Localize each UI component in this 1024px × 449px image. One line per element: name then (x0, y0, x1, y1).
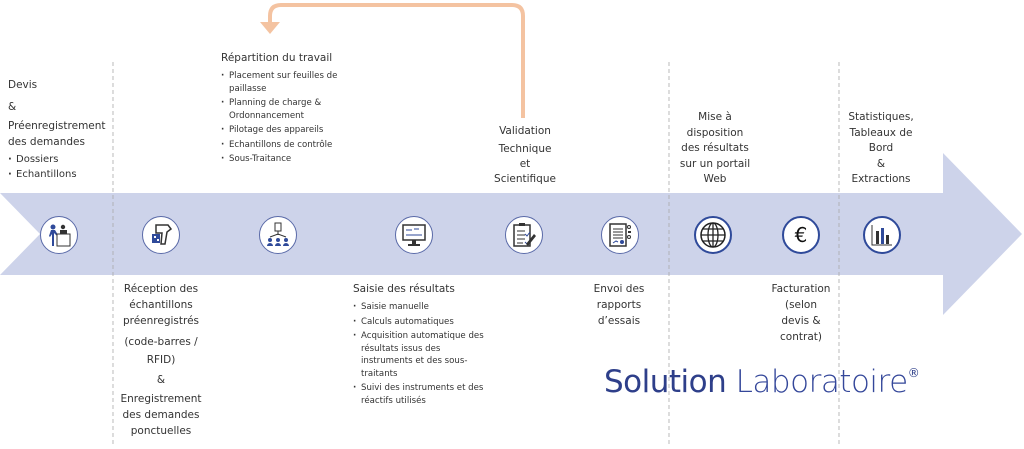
team-distribution-icon (259, 216, 297, 254)
feedback-loop-arrowhead (260, 22, 280, 34)
validation-line: Validation (499, 125, 551, 137)
bar-chart-icon (863, 216, 901, 254)
reception-line: (code-barres / (124, 336, 198, 348)
svg-text:€: € (795, 223, 808, 247)
saisie-bullet-item: Acquisition automatique des résultats is… (353, 330, 493, 380)
devis-bullet-item: Echantillons (8, 169, 118, 182)
solution-laboratoire-logo: Solution Laboratoire® (604, 364, 920, 400)
reception-line: des demandes (122, 409, 200, 421)
logo-word-2: Laboratoire (735, 364, 909, 400)
facturation-line: Facturation (771, 283, 831, 295)
envoi-line: rapports (596, 299, 642, 311)
saisie-bullet-list: Saisie manuelleCalculs automatiquesAcqui… (353, 301, 493, 407)
reception-block: Réception des échantillons préenregistrés (… (96, 281, 226, 439)
facturation-line: (selon (784, 299, 818, 311)
devis-line: Préenregistrement (8, 120, 106, 132)
monitor-results-icon (395, 216, 433, 254)
repartition-block: Répartition du travailPlacement sur feui… (221, 50, 361, 168)
devis-bullet-item: Dossiers (8, 154, 118, 167)
feedback-loop-arrow (268, 3, 525, 118)
facturation-block: Facturation (selon devis & contrat) (746, 281, 856, 345)
barcode-scanner-icon (142, 216, 180, 254)
devis-bullet-list: DossiersEchantillons (8, 154, 118, 181)
euro-icon: € (782, 216, 820, 254)
repartition-bullet-item: Pilotage des appareils (221, 124, 361, 137)
mise-a-disposition-block: Mise à disposition des résultats sur un por… (660, 110, 770, 188)
envoi-block: Envoi des rapports d’essais (574, 281, 664, 329)
reception-line: préenregistrés (122, 315, 200, 327)
statistiques-block: Statistiques, Tableaux de Bord & Extractions (826, 110, 936, 188)
checklist-validation-icon (505, 216, 543, 254)
repartition-bullet-item: Echantillons de contrôle (221, 139, 361, 152)
reception-line: & (156, 374, 166, 386)
reception-line: Enregistrement (120, 393, 202, 405)
repartition-bullet-list: Placement sur feuilles de paillassePlann… (221, 70, 361, 166)
statistiques-line: Tableaux de (849, 126, 913, 139)
globe-icon (694, 216, 732, 254)
saisie-bullet-item: Calculs automatiques (353, 316, 493, 329)
validation-line: Technique (498, 143, 552, 155)
repartition-bullet-item: Placement sur feuilles de paillasse (221, 70, 361, 95)
mise-a-disposition-line: sur un portail (679, 157, 751, 170)
reception-desk-icon (40, 216, 78, 254)
validation-line: Scientifique (494, 173, 556, 185)
statistiques-line: & (876, 157, 886, 170)
facturation-line: contrat) (780, 331, 822, 343)
envoi-line: Envoi des (593, 283, 645, 295)
mise-a-disposition-line: Web (703, 173, 727, 185)
statistiques-line: Bord (868, 142, 894, 154)
report-document-icon (601, 216, 639, 254)
facturation-line: devis & (781, 315, 821, 327)
reception-line: échantillons (129, 299, 193, 311)
saisie-block: Saisie des résultatsSaisie manuelleCalcu… (353, 281, 493, 409)
devis-line: Devis (8, 79, 38, 91)
repartition-bullet-item: Planning de charge & Ordonnancement (221, 97, 361, 122)
devis-block: Devis & Préenregistrement des demandesDossi… (8, 75, 118, 183)
validation-line: et (519, 158, 531, 170)
envoi-line: d’essais (597, 315, 641, 327)
logo-registered-mark: ® (907, 366, 920, 380)
reception-line: RFID) (146, 354, 176, 366)
saisie-bullet-item: Saisie manuelle (353, 301, 493, 314)
statistiques-line: Statistiques, (848, 111, 914, 123)
mise-a-disposition-line: des résultats (681, 142, 749, 154)
mise-a-disposition-line: disposition (686, 126, 744, 139)
repartition-bullet-item: Sous-Traitance (221, 153, 361, 166)
saisie-line: Saisie des résultats (353, 283, 455, 295)
devis-line: & (8, 101, 17, 113)
mise-a-disposition-line: Mise à (698, 111, 732, 123)
devis-line: des demandes (8, 136, 85, 148)
repartition-line: Répartition du travail (221, 52, 333, 64)
saisie-bullet-item: Suivi des instruments et des réactifs ut… (353, 382, 493, 407)
reception-line: ponctuelles (130, 425, 192, 437)
statistiques-line: Extractions (851, 173, 911, 185)
reception-line: Réception des (123, 283, 199, 295)
logo-word-1: Solution (604, 364, 727, 400)
